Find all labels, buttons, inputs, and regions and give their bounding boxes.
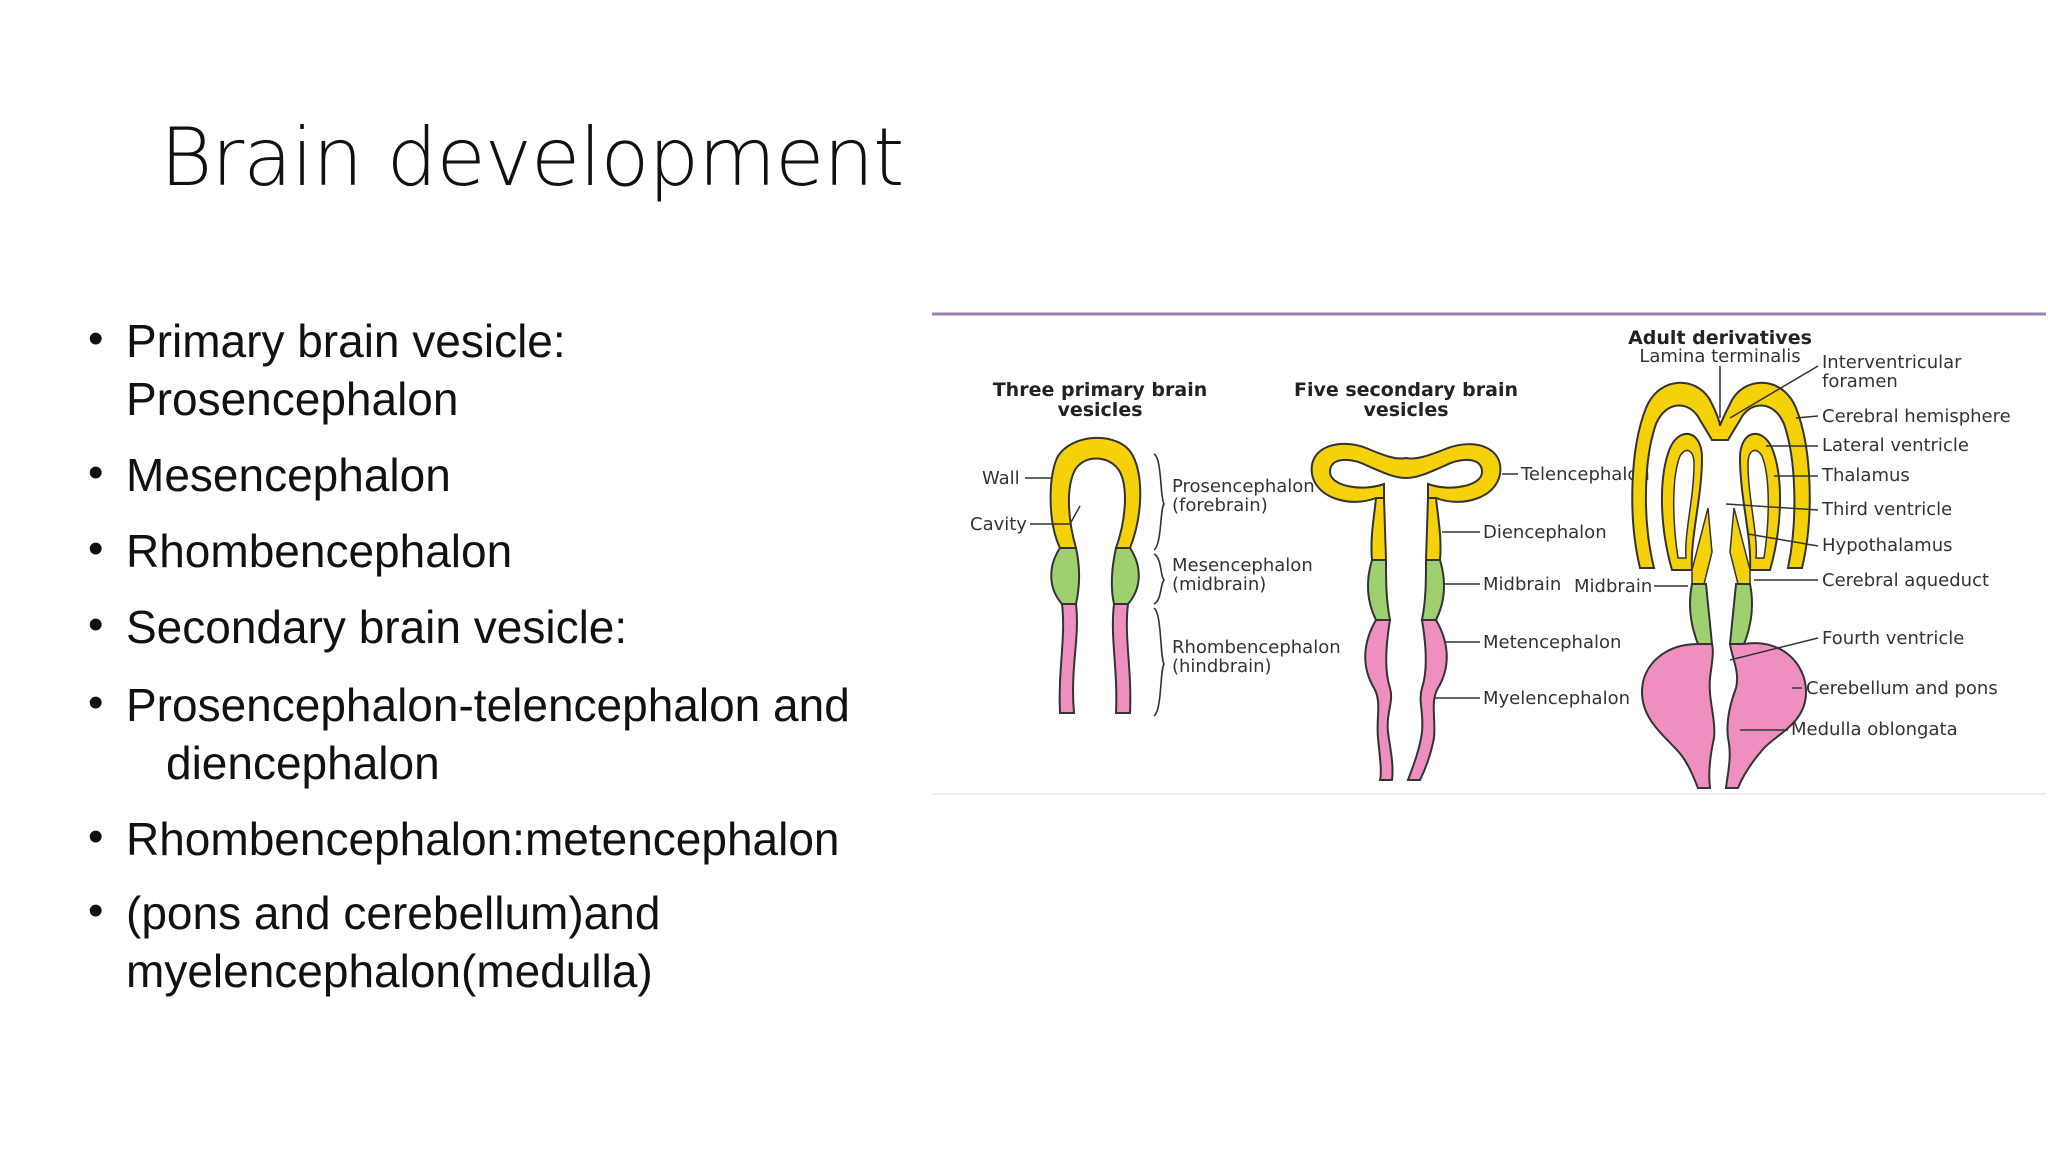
col3-midbrain-right [1728,583,1753,645]
col2-metencephalon-label: Metencephalon [1483,632,1621,653]
col1-cavity-label: Cavity [970,514,1027,535]
col3-hindbrain-left [1640,643,1716,789]
col1-midbrain-label: (midbrain) [1172,574,1266,595]
col3-fourth-ventricle-label: Fourth ventricle [1822,628,1964,649]
col3-left-lateral-ventricle [1672,449,1695,559]
bullet-list: Primary brain vesicle: Prosencephalon Me… [80,310,900,1000]
col1-forebrain-label: (forebrain) [1172,495,1268,516]
bullet-text: Prosencephalon-telencephalon and [126,679,850,731]
bullet-text: Rhombencephalon [126,525,513,577]
col3-third-ventricle-leader [1725,503,1819,511]
bullet-text-cont: Prosencephalon [126,373,459,425]
col1-hindbrain-left [1058,603,1078,714]
col2-midbrain-left [1366,559,1392,621]
col1-header-line1: Three primary brain [993,379,1208,401]
bullet-item: Secondary brain vesicle: [80,596,900,656]
slide-title: Brain development [160,111,904,204]
bullet-text: Primary brain vesicle: [126,315,566,367]
col3-header: Adult derivatives [1628,327,1812,349]
col2-hindbrain-right [1406,619,1448,781]
bullet-item: (pons and cerebellum)and myelencephalon(… [80,882,900,1000]
bullet-item: Rhombencephalon [80,520,900,580]
bullet-text: Mesencephalon [126,449,451,501]
col1-hindbrain-right [1111,603,1132,714]
bullet-item: Primary brain vesicle: Prosencephalon [80,310,900,428]
col1-midbrain-right [1110,547,1140,605]
col3-lateral-ventricle-label: Lateral ventricle [1822,435,1969,456]
bullet-text-cont: myelencephalon(medulla) [126,945,653,997]
col1-header-line2: vesicles [1057,399,1142,421]
col2-myelencephalon-label: Myelencephalon [1483,688,1630,709]
col1-brace-midbrain [1153,553,1166,605]
col3-medulla-label: Medulla oblongata [1791,719,1958,740]
col3-interventricular-label-1: Interventricular [1822,352,1962,373]
bullet-text: Rhombencephalon:metencephalon [126,813,840,865]
col3-thalamus-left [1691,507,1713,585]
col2-telencephalon-label: Telencephalon [1520,464,1650,485]
col3-hypothalamus-leader [1747,533,1819,547]
col2-diencephalon-label: Diencephalon [1483,522,1607,543]
brain-vesicle-figure: Three primary brain vesicles Wall Cavity… [930,308,2048,798]
col3-interventricular-leader [1729,365,1819,419]
col3-cerebral-hemisphere-shape [1631,381,1811,569]
bullet-text-cont: diencephalon [166,737,440,789]
bullet-item: Prosencephalon-telencephalon and diencep… [80,674,900,792]
col2-diencephalon-right [1424,497,1442,561]
col2-telencephalon-shape [1310,442,1502,503]
col1-brace-hindbrain [1153,607,1165,717]
col1-hindbrain-label: (hindbrain) [1172,656,1272,677]
col3-third-ventricle-label: Third ventricle [1821,499,1952,520]
col3-hindbrain-right [1724,642,1808,789]
col2-midbrain-label: Midbrain [1483,574,1561,595]
col3-thalamus-right [1729,507,1751,585]
bullet-text: Secondary brain vesicle: [126,601,628,653]
col2-midbrain-right [1420,559,1446,621]
col2-diencephalon-left [1370,497,1388,561]
col1-midbrain-left [1050,547,1080,605]
col1-rhombencephalon-label: Rhombencephalon [1172,637,1341,658]
col3-thalamus-label: Thalamus [1821,465,1910,486]
col1-brace-forebrain [1153,453,1166,551]
col3-interventricular-label-2: foramen [1822,371,1898,392]
col1-cavity-leader-tip [1069,505,1081,525]
col1-wall-label: Wall [982,468,1020,489]
col1-prosencephalon-label: Prosencephalon [1172,476,1315,497]
bullet-item: Mesencephalon [80,444,900,504]
bullet-text: (pons and cerebellum)and [126,887,661,939]
col3-cerebral-hemisphere-leader [1795,415,1819,419]
col3-fourth-ventricle-leader [1729,637,1819,661]
figure-svg: Three primary brain vesicles Wall Cavity… [932,312,2046,795]
col3-cerebral-hemisphere-label: Cerebral hemisphere [1822,406,2011,427]
col2-header-line1: Five secondary brain [1294,379,1518,401]
col3-hypothalamus-label: Hypothalamus [1822,535,1952,556]
col3-midbrain-label: Midbrain [1574,576,1652,597]
col2-header-line2: vesicles [1363,399,1448,421]
col1-forebrain-shape [1049,436,1142,549]
col1-mesencephalon-label: Mesencephalon [1172,555,1313,576]
col3-lamina-label: Lamina terminalis [1639,346,1800,367]
col3-right-lateral-ventricle [1747,449,1770,559]
col3-cerebellum-label: Cerebellum and pons [1806,678,1998,699]
col3-midbrain-left [1689,583,1714,645]
col3-cerebral-aqueduct-label: Cerebral aqueduct [1822,570,1989,591]
bullet-item: Rhombencephalon:metencephalon [80,808,900,868]
col2-hindbrain-left [1364,619,1394,781]
